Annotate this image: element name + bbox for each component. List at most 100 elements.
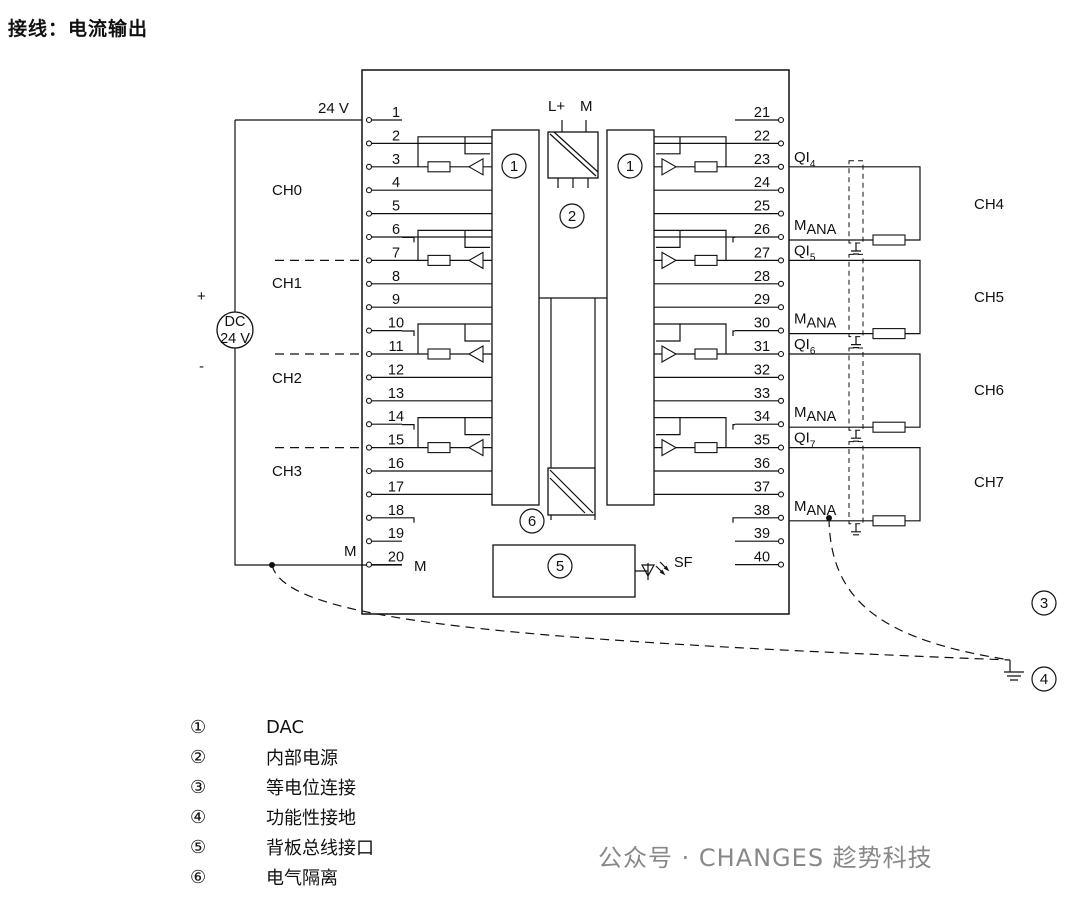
shield-ground	[851, 243, 861, 255]
pin-number: 17	[388, 479, 404, 495]
feedback-loop	[654, 136, 727, 167]
shield-tap	[402, 517, 415, 523]
resistor	[427, 161, 451, 173]
channel-label-right: CH5	[974, 289, 1004, 306]
load-resistor	[872, 234, 906, 246]
marker-dac-right-ring	[617, 153, 643, 179]
legend-item: ⑥ 电气隔离	[190, 862, 374, 892]
pin-number: 37	[754, 479, 770, 495]
pin-number: 34	[754, 409, 770, 425]
load-resistor	[872, 421, 906, 433]
terminal-35	[777, 444, 785, 451]
marker-ground: 4	[1040, 671, 1048, 688]
pin-number: 40	[754, 550, 770, 566]
legend-number: ②	[190, 746, 207, 768]
marker-power: 2	[568, 208, 576, 225]
shield-ground	[851, 430, 861, 442]
channel-label-left: CH2	[272, 370, 302, 387]
pin-number: 11	[388, 339, 403, 355]
terminal-13	[365, 397, 373, 404]
terminal-2	[365, 140, 373, 147]
terminal-25	[777, 210, 785, 217]
shield-tap	[732, 330, 735, 336]
marker-equipotential-ring	[1031, 590, 1057, 616]
pin-number: 30	[754, 316, 770, 332]
terminal-18	[365, 514, 373, 521]
terminal-30	[777, 327, 785, 334]
resistor	[427, 254, 451, 266]
resistor	[694, 442, 718, 454]
pin-number: 31	[754, 339, 770, 355]
pin-number: 13	[388, 386, 404, 402]
terminal-9	[365, 304, 373, 311]
pin-number: 38	[754, 503, 770, 519]
pin-number: 39	[754, 526, 770, 542]
dc-voltage-label: 24 V	[220, 331, 250, 347]
shield-ground	[851, 523, 861, 536]
cable-shield	[848, 160, 864, 244]
legend-text: DAC	[266, 716, 305, 738]
module-frame	[361, 69, 790, 615]
amplifier	[467, 345, 484, 363]
pin-number: 5	[392, 199, 400, 215]
terminal-37	[777, 491, 785, 498]
terminal-38	[777, 514, 785, 521]
legend-text: 等电位连接	[266, 778, 356, 799]
amplifier	[467, 438, 484, 457]
plus-label: +	[197, 288, 206, 305]
pin-number: 22	[754, 128, 770, 144]
feedback-loop	[417, 229, 492, 261]
terminal-7	[365, 257, 373, 264]
pin-number: 16	[388, 456, 404, 472]
feedback-loop	[654, 323, 727, 354]
pin-number: 23	[754, 152, 770, 168]
pin-number: 12	[388, 362, 404, 378]
pin-number: 25	[754, 199, 770, 215]
terminal-1	[365, 116, 373, 124]
terminal-10	[365, 327, 373, 334]
shield-tap	[732, 517, 735, 523]
terminal-31	[777, 350, 785, 358]
legend-number: ⑤	[190, 836, 207, 858]
shield-tap	[402, 330, 415, 336]
shield-tap	[402, 236, 415, 243]
marker-power-ring	[559, 203, 585, 229]
legend-number: ①	[190, 716, 207, 738]
terminal-6	[365, 233, 373, 241]
legend-number: ③	[190, 776, 207, 798]
terminal-5	[365, 210, 373, 217]
legend-text: 背板总线接口	[266, 838, 374, 859]
terminal-4	[365, 187, 373, 194]
legend-item: ⑤ 背板总线接口	[190, 832, 374, 862]
terminal-20	[365, 561, 373, 568]
marker-isolation-ring	[519, 508, 545, 534]
pin-number: 28	[754, 269, 770, 285]
channel-label-left: CH1	[272, 275, 302, 292]
pin-number: 18	[388, 503, 404, 519]
legend-number: ⑥	[190, 866, 207, 888]
pin-number: 35	[754, 433, 770, 449]
mana-label: MANA	[794, 498, 837, 519]
feedback-loop	[417, 136, 492, 167]
mana-label: MANA	[794, 404, 837, 425]
pin-number: 29	[754, 292, 770, 308]
channel-label-left: CH3	[272, 463, 302, 480]
supply-m-label: M	[344, 543, 357, 560]
channel-label-right: CH4	[974, 196, 1004, 213]
pin-number: 33	[754, 386, 770, 402]
pin-number: 19	[388, 526, 404, 542]
pin-number: 36	[754, 456, 770, 472]
m-supply-label: M	[580, 98, 593, 115]
amplifier	[661, 251, 678, 270]
terminal-34	[777, 421, 785, 428]
pin-number: 10	[388, 316, 404, 332]
minus-label: -	[199, 358, 204, 375]
terminal-15	[365, 444, 373, 451]
channel-label-right: CH6	[974, 382, 1004, 399]
legend-text: 电气隔离	[266, 868, 338, 889]
terminal-39	[777, 538, 785, 545]
legend-item: ③ 等电位连接	[190, 772, 374, 802]
